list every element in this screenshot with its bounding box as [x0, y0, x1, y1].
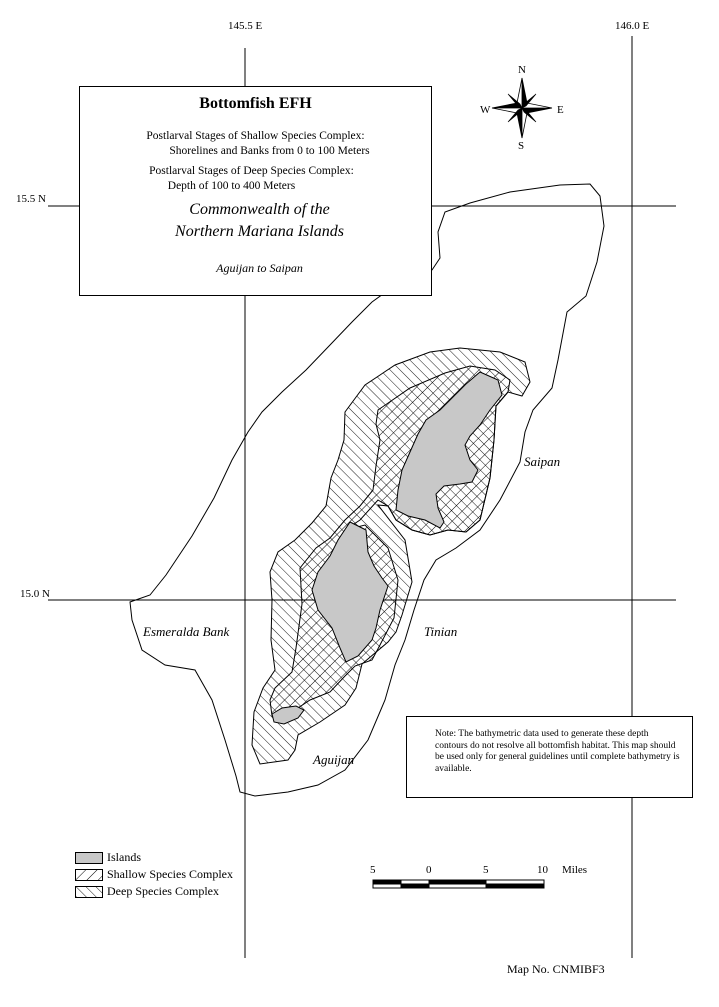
legend-swatch-islands — [75, 852, 103, 864]
place-esmeralda-bank: Esmeralda Bank — [143, 624, 230, 639]
legend-label-shallow: Shallow Species Complex — [107, 867, 233, 881]
extent-label: Aguijan to Saipan — [216, 261, 303, 275]
map-number: Map No. CNMIBF3 — [507, 962, 605, 976]
shallow-desc-line1: Postlarval Stages of Shallow Species Com… — [146, 130, 365, 142]
compass-e: E — [557, 104, 564, 116]
title-box: Bottomfish EFH Postlarval Stages of Shal… — [79, 86, 432, 296]
place-saipan: Saipan — [524, 454, 561, 469]
compass-s: S — [518, 140, 525, 152]
note-box: Note: The bathymetric data used to gener… — [406, 716, 693, 798]
scale-tick-5-right: 5 — [483, 864, 489, 876]
lon-label-145-5: 145.5 E — [228, 20, 263, 32]
note-text: Note: The bathymetric data used to gener… — [435, 729, 680, 774]
legend-swatch-deep — [75, 886, 103, 898]
shallow-desc-line2: Shorelines and Banks from 0 to 100 Meter… — [169, 145, 370, 157]
compass-rose-icon — [491, 77, 553, 139]
legend-label-islands: Islands — [107, 850, 141, 864]
legend-swatch-shallow — [75, 869, 103, 881]
scale-tick-5-left: 5 — [370, 864, 376, 876]
saipan-island — [395, 371, 503, 529]
compass-w: W — [480, 104, 491, 116]
tinian-island — [311, 521, 389, 663]
scale-tick-0: 0 — [426, 864, 432, 876]
lon-label-146-0: 146.0 E — [615, 20, 650, 32]
place-tinian: Tinian — [424, 624, 458, 639]
islands — [271, 371, 503, 725]
efh-outer-boundary — [129, 183, 605, 797]
deep-desc-line1: Postlarval Stages of Deep Species Comple… — [149, 165, 354, 177]
map-title: Bottomfish EFH — [199, 95, 312, 112]
place-aguijan: Aguijan — [313, 752, 355, 767]
scale-unit: Miles — [562, 864, 588, 876]
region-line2: Northern Mariana Islands — [175, 223, 344, 240]
lat-label-15-5: 15.5 N — [16, 193, 46, 205]
scale-tick-10: 10 — [537, 864, 548, 876]
lat-label-15-0: 15.0 N — [20, 588, 50, 600]
deep-desc-line2: Depth of 100 to 400 Meters — [167, 180, 296, 192]
legend-label-deep: Deep Species Complex — [107, 884, 219, 898]
compass-n: N — [518, 64, 526, 76]
aguijan-island — [271, 705, 305, 725]
region-line1: Commonwealth of the — [189, 201, 330, 218]
scale-bar — [372, 879, 545, 889]
